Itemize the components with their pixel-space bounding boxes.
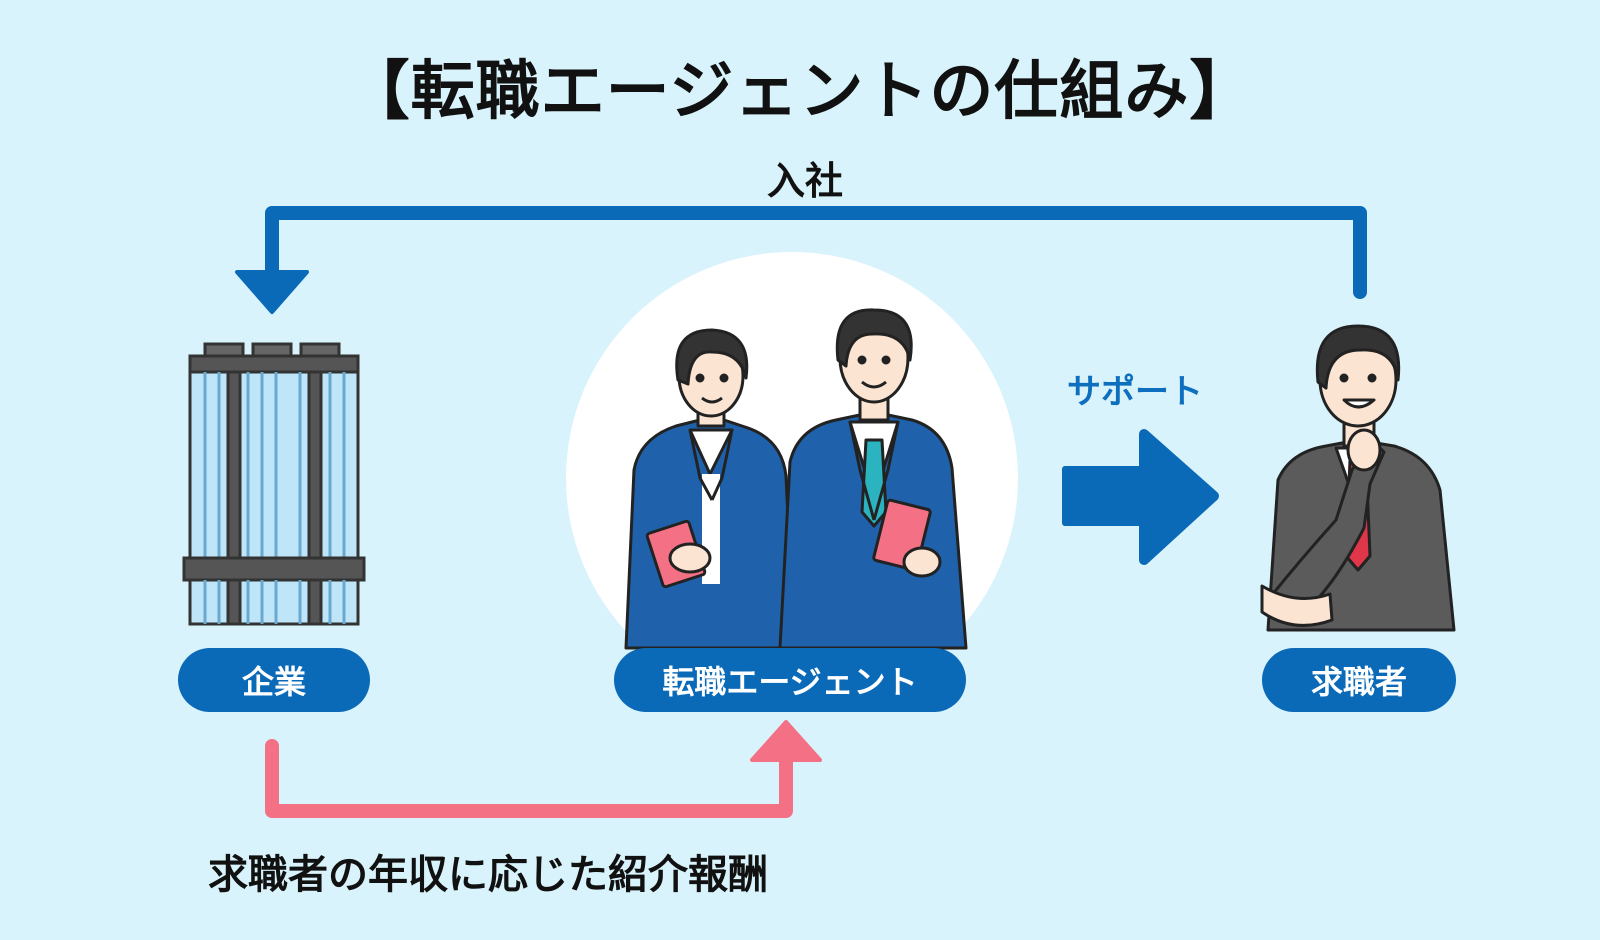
seeker-node-label: 求職者 [1262, 648, 1456, 712]
join-arrow [235, 206, 1367, 314]
agent-man-figure [778, 308, 968, 650]
agent-woman-figure [624, 328, 796, 650]
fee-arrow [265, 720, 822, 818]
company-node-label: 企業 [178, 648, 370, 712]
support-flow-label: サポート [1067, 372, 1203, 412]
support-arrow [1062, 429, 1219, 565]
diagram-title: 【転職エージェントの仕組み】 [345, 55, 1255, 129]
join-flow-label: 入社 [766, 159, 843, 203]
fee-flow-label: 求職者の年収に応じた紹介報酬 [208, 852, 768, 898]
agent-node-label: 転職エージェント [614, 648, 966, 712]
job-seeker-figure [1260, 324, 1456, 632]
building-icon [182, 342, 366, 626]
